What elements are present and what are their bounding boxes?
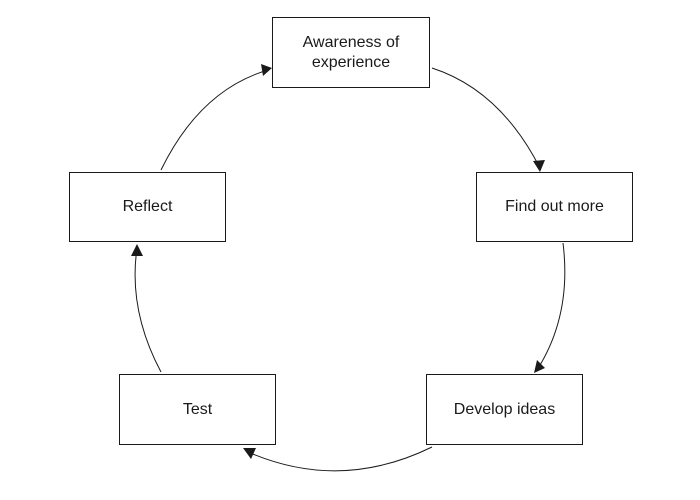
arrow-awareness-to-findout [431, 67, 541, 169]
arrowhead-awareness [261, 64, 272, 76]
arrowhead-reflect [131, 244, 143, 256]
stage-develop-label: Develop ideas [453, 400, 556, 418]
stage-findout-box: Find out more [476, 172, 633, 242]
arrow-reflect-to-awareness [160, 69, 269, 171]
stage-awareness-box: Awareness of experience [272, 17, 430, 88]
stage-awareness-label: Awareness of experience [302, 33, 400, 71]
stage-reflect-box: Reflect [69, 172, 226, 242]
stage-findout-label: Find out more [505, 198, 604, 215]
arrow-test-to-reflect [134, 247, 162, 373]
stage-reflect-label: Reflect [122, 198, 173, 215]
arrowhead-findout [533, 160, 545, 172]
stage-test-box: Test [119, 374, 276, 445]
stage-develop-box: Develop ideas [426, 374, 583, 445]
arrowhead-develop [534, 360, 545, 373]
stage-test-label: Test [182, 400, 213, 418]
arrow-findout-to-develop [536, 242, 566, 371]
arrowhead-test [243, 448, 256, 459]
arrow-develop-to-test [247, 446, 433, 472]
